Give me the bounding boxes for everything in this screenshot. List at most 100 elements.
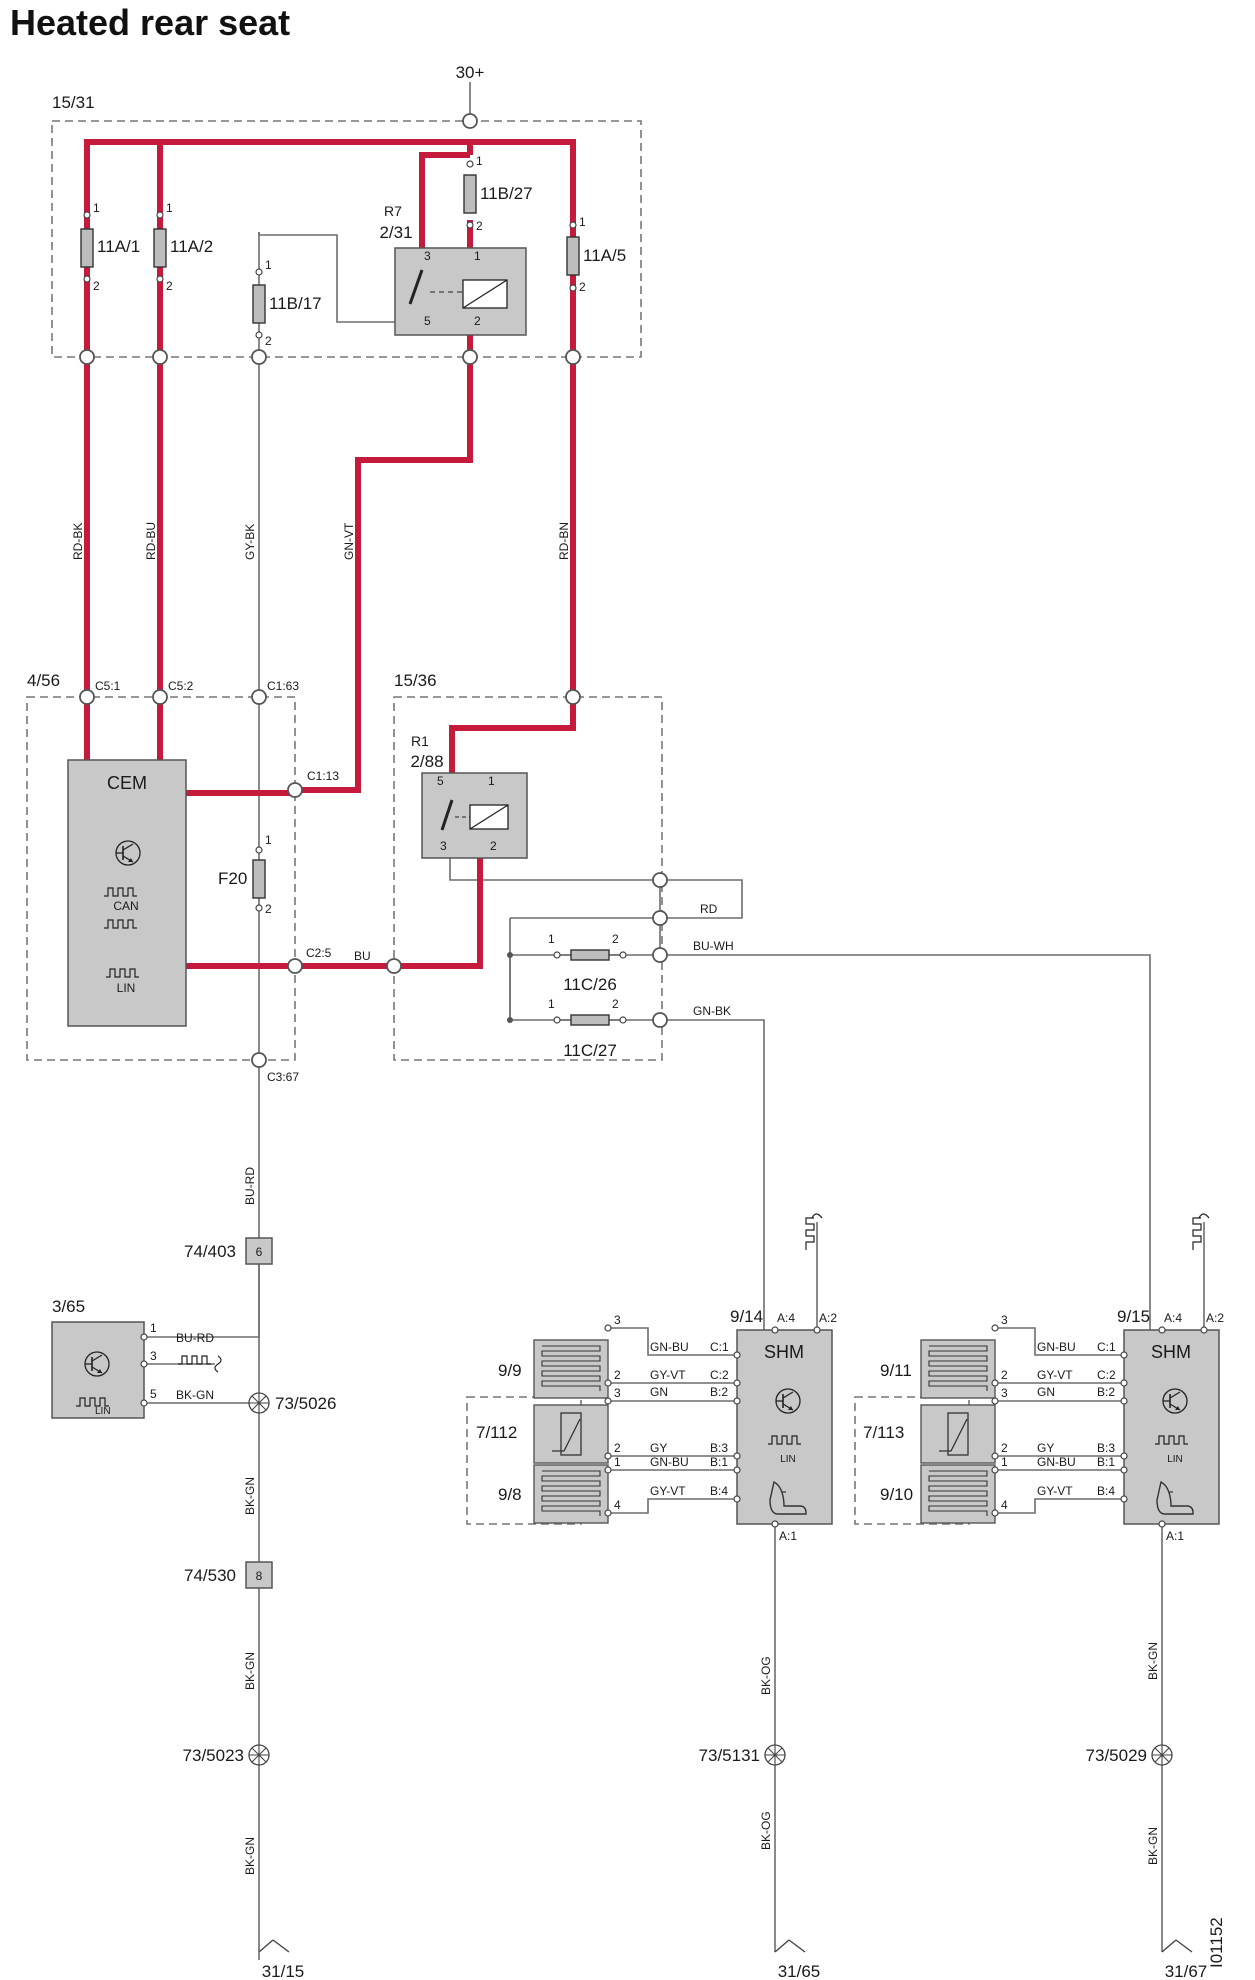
svg-text:1: 1 xyxy=(579,215,586,229)
sensor-box-left xyxy=(466,1396,582,1525)
wire-label-bk-gn: BK-GN xyxy=(176,1388,214,1402)
wire-label-bu-wh: BU-WH xyxy=(693,939,734,953)
fuse-box-15-31-label: 15/31 xyxy=(52,93,95,112)
shm-left-heater-pin-2: 2 xyxy=(614,1368,621,1382)
heater-9-9-label: 9/9 xyxy=(498,1361,522,1380)
svg-text:2: 2 xyxy=(93,279,100,293)
splice-73-5131-label: 73/5131 xyxy=(699,1746,760,1765)
relay-r7 xyxy=(394,247,527,336)
relay-r7-name: R7 xyxy=(384,203,402,219)
ground-31-15-label: 31/15 xyxy=(262,1962,305,1980)
wire-label-rd-bu: RD-BU xyxy=(144,522,158,560)
fuse-f20 xyxy=(252,859,266,899)
fuse-pin-numbers: 1 2 1 2 1 2 1 2 1 2 3 1 5 2 1 2 5 1 3 2 … xyxy=(93,154,619,1011)
sensor-box-right xyxy=(854,1396,970,1525)
svg-text:1: 1 xyxy=(166,201,173,215)
fuse-11a-1-label: 11A/1 xyxy=(97,237,140,256)
shm-right-wire-gy-vt: GY-VT xyxy=(1037,1368,1073,1382)
wire-label-bu-rd-vertical: BU-RD xyxy=(243,1167,257,1205)
svg-text:1: 1 xyxy=(548,932,555,946)
wire-label-gn-vt: GN-VT xyxy=(342,522,356,560)
relay-r1-name: R1 xyxy=(411,733,429,749)
shm-right-heater-pin-2: 2 xyxy=(1001,1368,1008,1382)
svg-text:2: 2 xyxy=(490,839,497,853)
shm-left-pin-b2: B:2 xyxy=(710,1385,728,1399)
svg-text:1: 1 xyxy=(265,258,272,272)
ground-31-65 xyxy=(774,1939,806,1953)
wire-label-bk-gn-middle: BK-GN xyxy=(243,1652,257,1690)
shm-right-lin: LIN xyxy=(1167,1454,1183,1465)
shm-left-pin-c2: C:2 xyxy=(710,1368,729,1382)
shm-right-wire-gn: GN xyxy=(1037,1385,1055,1399)
fuse-box-15-36-label: 15/36 xyxy=(394,671,437,690)
svg-text:2: 2 xyxy=(474,314,481,328)
svg-text:2: 2 xyxy=(579,280,586,294)
switch-module-label: 3/65 xyxy=(52,1297,85,1316)
fuse-11a-2 xyxy=(153,228,167,268)
shm-right-name: SHM xyxy=(1151,1342,1191,1362)
svg-text:1: 1 xyxy=(548,997,555,1011)
figure-id: I01152 xyxy=(1207,1917,1226,1968)
svg-text:5: 5 xyxy=(424,314,431,328)
fuse-11a-2-label: 11A/2 xyxy=(170,237,213,256)
relay-r1-code: 2/88 xyxy=(410,752,443,771)
switch-module-pin-1: 1 xyxy=(150,1321,157,1335)
connector-74-403-label: 74/403 xyxy=(184,1242,236,1261)
svg-text:1: 1 xyxy=(488,774,495,788)
shm-left-heater2-pin-4: 4 xyxy=(614,1498,621,1512)
shm-left-wire-gy-vt: GY-VT xyxy=(650,1368,686,1382)
fuse-11a-5 xyxy=(566,236,580,276)
heater-element-9-9 xyxy=(533,1339,609,1399)
svg-text:1: 1 xyxy=(474,249,481,263)
fuse-11a-1 xyxy=(80,228,94,268)
heater-9-8-label: 9/8 xyxy=(498,1485,522,1504)
fuse-11c-27-label: 11C/27 xyxy=(563,1041,617,1060)
shm-left-pin-a1: A:1 xyxy=(779,1529,797,1543)
shm-module-right xyxy=(1123,1329,1220,1525)
shm-left-module-label: 9/14 xyxy=(730,1307,763,1326)
shm-left-lin: LIN xyxy=(780,1454,796,1465)
svg-text:3: 3 xyxy=(440,839,447,853)
wire-label-rd-bk: RD-BK xyxy=(71,523,85,560)
shm-left-sensor-pin-3: 3 xyxy=(614,1386,621,1400)
switch-module-pin-5: 5 xyxy=(150,1387,157,1401)
shm-right-heater-pin-3: 3 xyxy=(1001,1313,1008,1327)
shm-left-pin-b1: B:1 xyxy=(710,1455,728,1469)
shm-right-wire-gn-bu-2: GN-BU xyxy=(1037,1455,1076,1469)
shm-left-wire-gn-bu: GN-BU xyxy=(650,1340,689,1354)
pin-markers xyxy=(83,160,1208,1528)
fuse-11b-17-label: 11B/17 xyxy=(269,294,322,313)
wire-label-bk-og-upper: BK-OG xyxy=(759,1656,773,1695)
fuse-11c-26 xyxy=(557,949,623,961)
shm-left-heater-pin-3: 3 xyxy=(614,1313,621,1327)
fuse-11b-27 xyxy=(463,174,477,214)
shm-right-pin-c2: C:2 xyxy=(1097,1368,1116,1382)
wire-label-bk-og-lower: BK-OG xyxy=(759,1811,773,1850)
shm-right-pin-b4: B:4 xyxy=(1097,1484,1115,1498)
relay-r7-code: 2/31 xyxy=(379,223,412,242)
diagram-title: Heated rear seat xyxy=(10,2,291,43)
cem-lin-label: LIN xyxy=(117,981,136,995)
wire-label-bk-gn-upper: BK-GN xyxy=(243,1477,257,1515)
wire-label-bu: BU xyxy=(354,949,371,963)
cem-box-label: 4/56 xyxy=(27,671,60,690)
switch-module-3-65 xyxy=(51,1321,222,1419)
sensor-7-112-label: 7/112 xyxy=(476,1423,517,1442)
shm-right-pin-a1: A:1 xyxy=(1166,1529,1184,1543)
shm-right-pin-b1: B:1 xyxy=(1097,1455,1115,1469)
shm-left-sensor-pin-2: 2 xyxy=(614,1441,621,1455)
splice-73-5026-label: 73/5026 xyxy=(275,1394,336,1413)
heater-element-9-11 xyxy=(920,1339,996,1399)
shm-right-heater2-pin-4: 4 xyxy=(1001,1498,1008,1512)
connector-74-530-label: 74/530 xyxy=(184,1566,236,1585)
cem-pin-c5-1: C5:1 xyxy=(95,679,121,693)
wire-label-bk-gn-lower: BK-GN xyxy=(243,1837,257,1875)
svg-text:1: 1 xyxy=(265,833,272,847)
shm-right-pin-a4: A:4 xyxy=(1164,1311,1182,1325)
relay-r1 xyxy=(421,772,528,859)
splice-73-5029-label: 73/5029 xyxy=(1086,1746,1147,1765)
shm-left-wire-gy: GY xyxy=(650,1441,667,1455)
splice-73-5023-label: 73/5023 xyxy=(183,1746,244,1765)
splice-73-5029 xyxy=(1151,1744,1173,1766)
